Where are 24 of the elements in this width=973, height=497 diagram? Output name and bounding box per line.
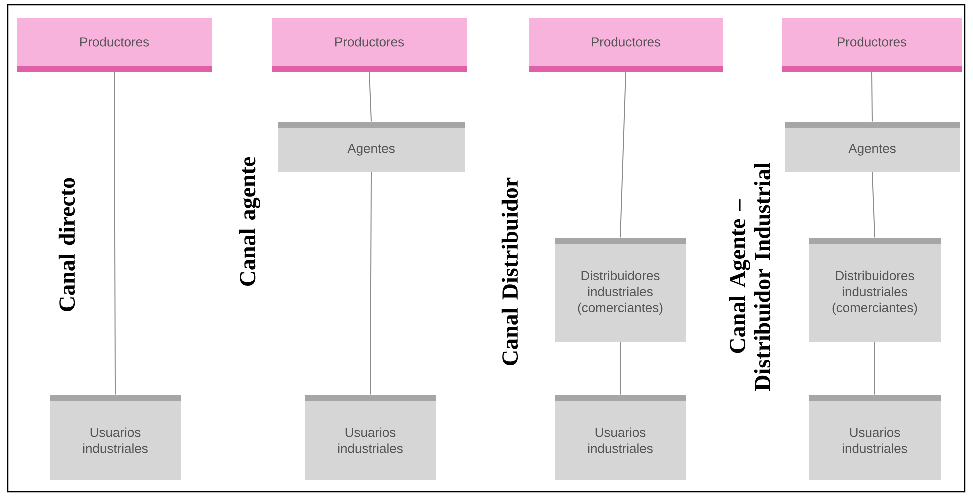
connector-line — [872, 72, 873, 122]
connector-line — [620, 72, 626, 238]
channel-box: Usuarios industriales — [50, 395, 181, 480]
connector-line — [114, 72, 116, 396]
connector-line — [620, 342, 621, 396]
channel-label: Canal agente — [239, 157, 261, 286]
channel-label: Canal Agente – Distribuidor Industrial — [729, 163, 771, 391]
channel-label: Canal Distribuidor — [502, 178, 518, 366]
producer-box: Productores — [17, 18, 212, 72]
connector-line — [874, 342, 876, 396]
channel-box: Distribuidores industriales (comerciantes) — [555, 238, 686, 342]
producer-box: Productores — [782, 18, 962, 72]
channel-box: Usuarios industriales — [809, 395, 941, 480]
producer-box: Productores — [272, 18, 467, 72]
channel-box: Agentes — [278, 122, 465, 172]
channel-box: Usuarios industriales — [555, 395, 686, 480]
channel-box: Distribuidores industriales (comerciantes) — [809, 238, 941, 342]
channel-box: Agentes — [785, 122, 960, 172]
connector-line — [370, 172, 372, 396]
channel-box: Usuarios industriales — [305, 395, 436, 480]
connector-line — [369, 72, 372, 122]
channel-label: Canal directo — [58, 178, 76, 312]
connector-line — [872, 172, 876, 238]
producer-box: Productores — [529, 18, 723, 72]
